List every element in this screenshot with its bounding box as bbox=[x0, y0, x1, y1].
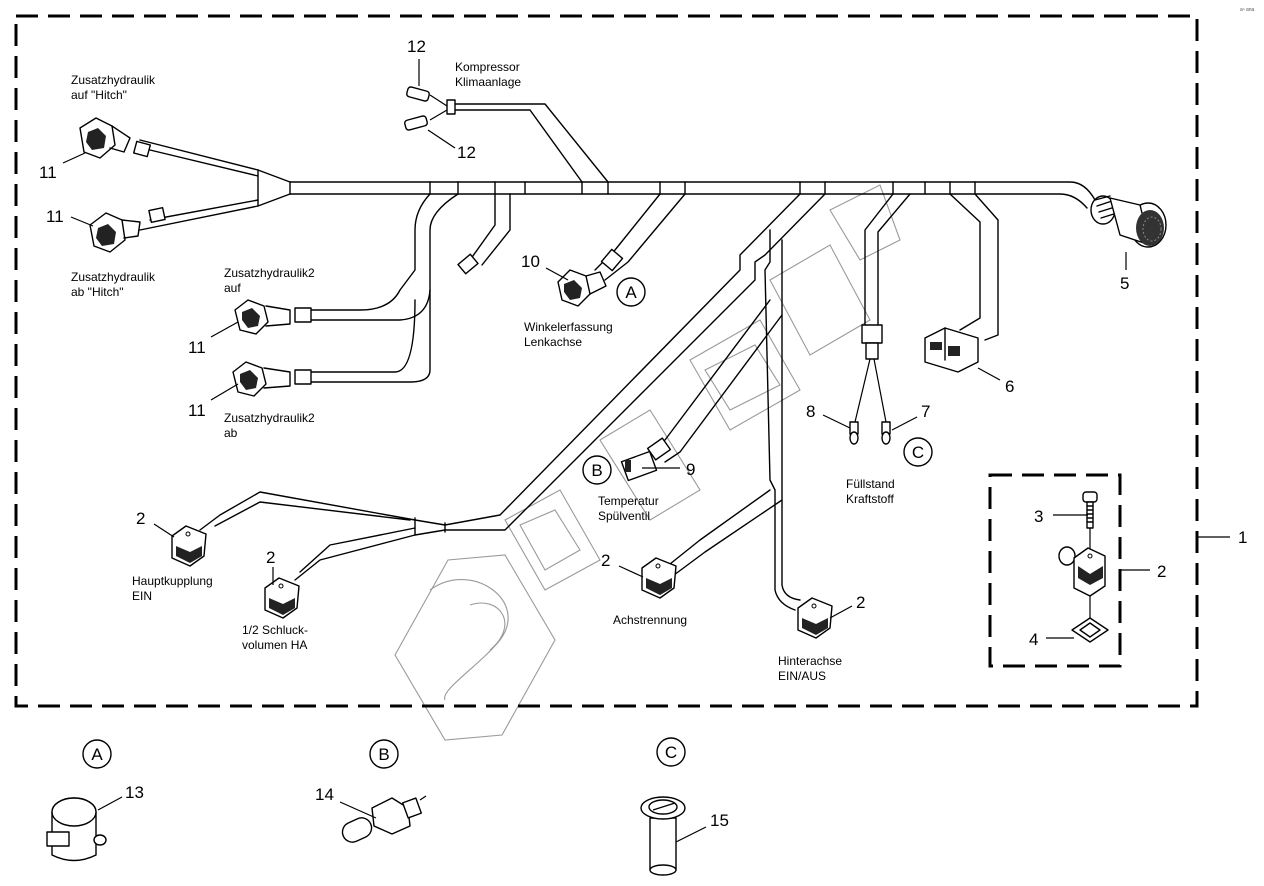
component-labels: Zusatzhydraulik auf "Hitch" Zusatzhydrau… bbox=[71, 60, 895, 683]
leader-lines bbox=[62, 59, 1230, 843]
callout-2-schluck: 2 bbox=[266, 548, 275, 567]
callout-12-bottom: 12 bbox=[457, 143, 476, 162]
callout-11-z2-ab: 11 bbox=[188, 401, 206, 420]
callout-11-z2-auf: 11 bbox=[188, 338, 206, 357]
label-hinterachse-2: EIN/AUS bbox=[778, 669, 826, 683]
main-trunk-harness bbox=[289, 181, 1096, 209]
label-z2-ab-1: Zusatzhydraulik2 bbox=[224, 411, 315, 425]
callout-2-achstrennung: 2 bbox=[601, 551, 610, 570]
connector-11-hitch-ab bbox=[89, 212, 141, 253]
callout-15: 15 bbox=[710, 811, 729, 830]
label-winkel-1: Winkelerfassung bbox=[524, 320, 613, 334]
callout-2-detail: 2 bbox=[1157, 562, 1166, 581]
callout-2-hauptkupplung: 2 bbox=[136, 509, 145, 528]
lower-right-branch bbox=[646, 229, 801, 611]
label-z2-ab-2: ab bbox=[224, 426, 238, 440]
connector-6 bbox=[924, 327, 979, 373]
label-hauptkupplung-2: EIN bbox=[132, 589, 152, 603]
svg-text:C: C bbox=[665, 743, 677, 762]
label-fuellstand-1: Füllstand bbox=[846, 477, 895, 491]
stub-branch bbox=[457, 193, 511, 275]
callout-3: 3 bbox=[1034, 507, 1043, 526]
callout-7: 7 bbox=[921, 402, 930, 421]
part-14-temperature-sensor bbox=[341, 795, 427, 843]
callout-13: 13 bbox=[125, 783, 144, 802]
label-hitch-ab-1: Zusatzhydraulik bbox=[71, 270, 156, 284]
connector-11-z2-ab bbox=[232, 361, 291, 397]
callout-14: 14 bbox=[315, 785, 334, 804]
callout-2-hinterachse: 2 bbox=[856, 593, 865, 612]
connector-2-hinterachse bbox=[797, 597, 833, 639]
detail-ref-a-inline: A bbox=[616, 277, 646, 307]
connector-2-achstrennung bbox=[641, 557, 677, 599]
connector-11-z2-auf bbox=[234, 299, 291, 335]
callout-8: 8 bbox=[806, 402, 815, 421]
detail-ref-b-inline: B bbox=[582, 455, 612, 485]
svg-text:B: B bbox=[591, 461, 602, 480]
label-kompressor-1: Kompressor bbox=[455, 60, 520, 74]
label-temperatur-2: Spülventil bbox=[598, 509, 650, 523]
part-15-fuel-sender bbox=[640, 796, 686, 876]
connector-2-schluckvolumen bbox=[264, 577, 300, 619]
svg-text:A: A bbox=[91, 745, 103, 764]
callout-9: 9 bbox=[686, 460, 695, 479]
watermark-logo bbox=[394, 184, 901, 741]
connector-9 bbox=[620, 450, 658, 482]
svg-text:A: A bbox=[625, 283, 637, 302]
callout-4: 4 bbox=[1029, 630, 1038, 649]
connector-5 bbox=[1090, 195, 1167, 248]
connector-2-hauptkupplung bbox=[171, 525, 207, 567]
part-13-sensor bbox=[46, 797, 107, 862]
corner-mark: aⁿ ana bbox=[1240, 7, 1255, 13]
connector-11-hitch-auf bbox=[79, 117, 131, 159]
label-z2-auf-1: Zusatzhydraulik2 bbox=[224, 266, 315, 280]
fuel-level-branch bbox=[849, 193, 911, 445]
callout-10: 10 bbox=[521, 252, 540, 271]
compressor-branch bbox=[404, 86, 609, 183]
label-achstrennung: Achstrennung bbox=[613, 613, 687, 627]
callout-5: 5 bbox=[1120, 274, 1129, 293]
svg-text:B: B bbox=[378, 745, 389, 764]
callout-1: 1 bbox=[1238, 528, 1247, 547]
screw-3 bbox=[1082, 491, 1098, 555]
callout-6: 6 bbox=[1005, 377, 1014, 396]
connector-10 bbox=[557, 269, 607, 307]
label-hitch-ab-2: ab "Hitch" bbox=[71, 285, 124, 299]
label-schluck-2: volumen HA bbox=[242, 638, 307, 652]
label-hinterachse-1: Hinterachse bbox=[778, 654, 842, 668]
gasket-4 bbox=[1071, 617, 1109, 643]
valve-branch bbox=[199, 193, 826, 581]
kit-boundary bbox=[14, 14, 1199, 708]
detail-ref-b-bottom: B bbox=[369, 739, 399, 769]
hitch-branch bbox=[132, 139, 291, 231]
detail-ref-a-bottom: A bbox=[82, 739, 112, 769]
callout-12-top: 12 bbox=[407, 37, 426, 56]
label-hauptkupplung-1: Hauptkupplung bbox=[132, 574, 213, 588]
z2-branch bbox=[294, 193, 459, 385]
angle-sensor-branch bbox=[594, 193, 686, 281]
callout-numbers: 1 2 2 2 2 2 3 4 5 6 7 8 9 10 11 11 11 11… bbox=[39, 37, 1247, 830]
connector-2-detail bbox=[1058, 546, 1106, 618]
label-temperatur-1: Temperatur bbox=[598, 494, 659, 508]
label-schluck-1: 1/2 Schluck- bbox=[242, 623, 308, 637]
label-z2-auf-2: auf bbox=[224, 281, 241, 295]
detail-ref-c-bottom: C bbox=[656, 737, 686, 767]
label-fuellstand-2: Kraftstoff bbox=[846, 492, 894, 506]
detail-ref-c-inline: C bbox=[903, 437, 933, 467]
callout-11-hitch-ab: 11 bbox=[46, 207, 64, 226]
label-winkel-2: Lenkachse bbox=[524, 335, 582, 349]
label-kompressor-2: Klimaanlage bbox=[455, 75, 521, 89]
callout-11-hitch-auf: 11 bbox=[39, 163, 57, 182]
label-hitch-auf-1: Zusatzhydraulik bbox=[71, 73, 156, 87]
label-hitch-auf-2: auf "Hitch" bbox=[71, 88, 127, 102]
connector-6-branch bbox=[949, 193, 999, 341]
svg-text:C: C bbox=[912, 443, 924, 462]
